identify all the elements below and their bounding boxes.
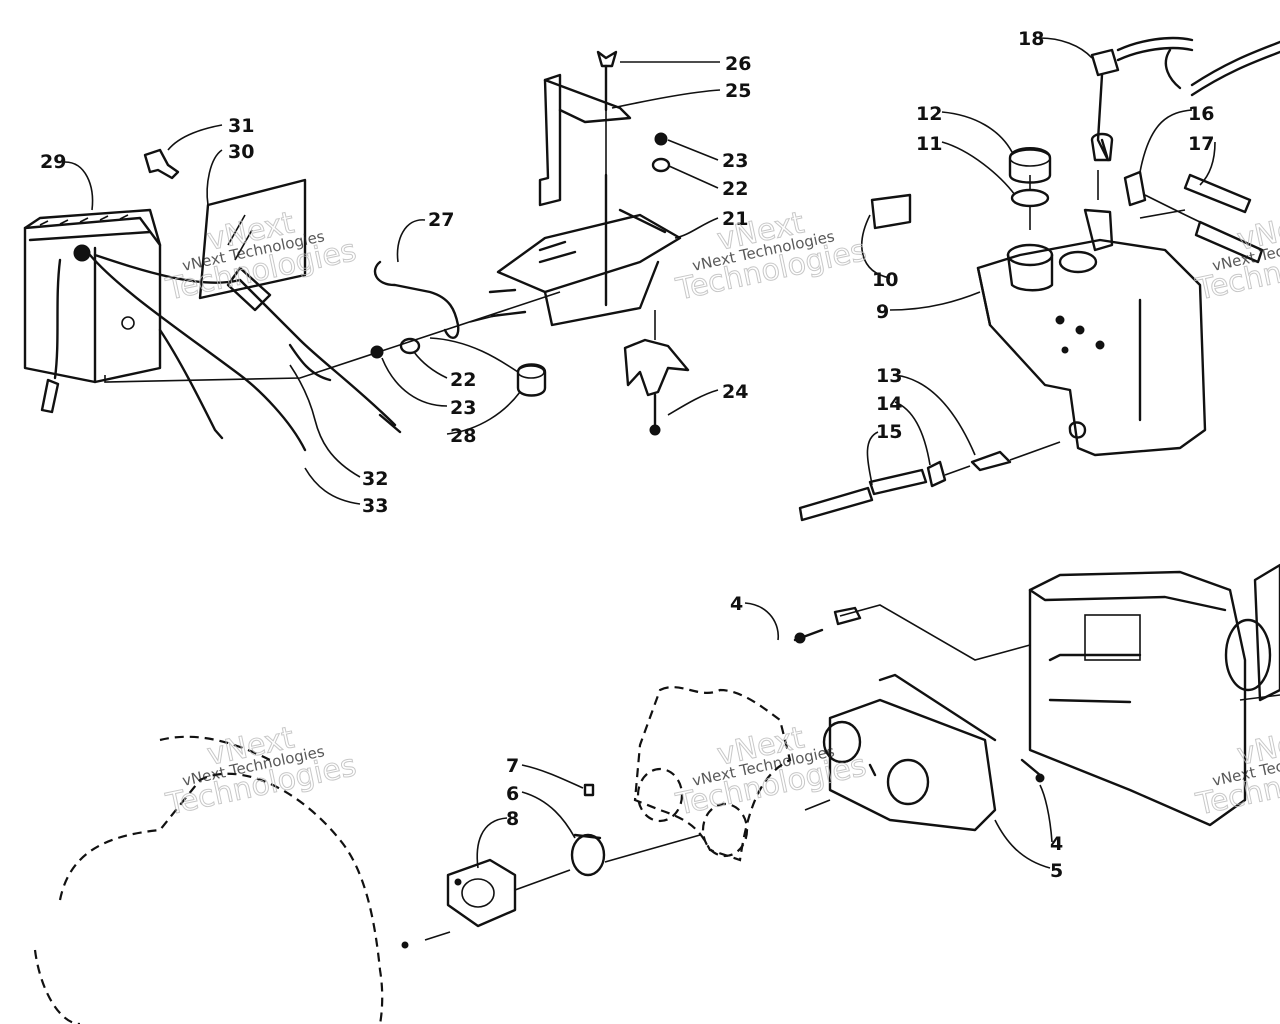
callout-10: 10	[872, 269, 898, 291]
callout-23-upper: 23	[722, 150, 748, 172]
screw-engine	[401, 941, 409, 949]
cover-sheet-part-30	[198, 178, 307, 300]
washer-nut-parts-22-23-lower	[370, 337, 421, 359]
screw-part-4-upper	[793, 606, 862, 644]
callout-26: 26	[725, 53, 751, 75]
oil-tank-part-9	[976, 208, 1207, 457]
bracket-part-25	[538, 73, 632, 207]
wing-nut-part-26	[596, 50, 618, 68]
adaptor-part-8	[446, 858, 517, 928]
hose-part-15	[798, 468, 928, 522]
callout-33: 33	[362, 495, 388, 517]
air-silencer-case	[1028, 570, 1247, 827]
watermark: vNext vNext Technologies Technologies vN…	[162, 205, 1280, 823]
callout-16: 16	[1188, 103, 1214, 125]
callout-23-lower: 23	[450, 397, 476, 419]
engine-ghost	[33, 735, 384, 1024]
bolt-part-31	[143, 148, 180, 180]
leader-lines	[64, 37, 1216, 869]
callout-30: 30	[228, 141, 254, 163]
callout-24: 24	[722, 381, 748, 403]
callout-21: 21	[722, 208, 748, 230]
fitting-part-16	[1123, 170, 1147, 207]
callout-28: 28	[450, 425, 476, 447]
sender-part-18	[1090, 36, 1280, 162]
callout-32: 32	[362, 468, 388, 490]
callout-4-lower: 4	[1050, 833, 1063, 855]
gasket-part-11	[1010, 188, 1050, 208]
hold-down-rod-part-27	[373, 260, 460, 339]
battery-tray-part-21	[488, 208, 682, 327]
callout-27: 27	[428, 209, 454, 231]
callout-5: 5	[1050, 860, 1063, 882]
callout-25: 25	[725, 80, 751, 102]
carburetor-ghost	[633, 686, 792, 862]
callout-4-upper: 4	[730, 593, 743, 615]
air-silencer-intake	[1224, 563, 1280, 702]
screw-part-7	[583, 783, 595, 797]
fitting-part-13	[970, 450, 1012, 472]
fill-cap-part-12	[1008, 147, 1052, 184]
decal-part-10	[870, 193, 912, 230]
callout-13: 13	[876, 365, 902, 387]
callout-17: 17	[1188, 133, 1214, 155]
battery	[23, 208, 162, 414]
callout-9: 9	[876, 301, 889, 323]
callout-14: 14	[876, 393, 902, 415]
screw-part-4-lower	[1020, 758, 1045, 783]
spacer-part-28	[516, 363, 547, 397]
callout-11: 11	[916, 133, 942, 155]
callout-8: 8	[506, 808, 519, 830]
callout-22-upper: 22	[722, 178, 748, 200]
wire-harness-part-32	[93, 253, 402, 434]
callout-6: 6	[506, 783, 519, 805]
vent-line-parts	[1144, 194, 1201, 223]
battery-cable-part-33	[88, 253, 307, 452]
callout-12: 12	[916, 103, 942, 125]
callout-29: 29	[40, 151, 66, 173]
clamp-part-6	[570, 833, 606, 877]
callout-31: 31	[228, 115, 254, 137]
hose-part-17	[1183, 173, 1264, 264]
callout-15: 15	[876, 421, 902, 443]
battery-base-line	[104, 291, 561, 383]
callout-7: 7	[506, 755, 519, 777]
washer-nut-parts-22-23-upper	[651, 132, 671, 173]
callout-18: 18	[1018, 28, 1044, 50]
clamp-part-14	[926, 460, 947, 488]
filler-neck	[1006, 243, 1098, 292]
callout-labels: 29 31 30 27 26 25 23 22 21 24 22 23 28 3…	[40, 28, 1214, 882]
clip-and-bolt-part-24	[623, 338, 690, 436]
air-box-part-5	[822, 673, 997, 832]
assembly-lines	[424, 110, 1280, 941]
callout-22-lower: 22	[450, 369, 476, 391]
